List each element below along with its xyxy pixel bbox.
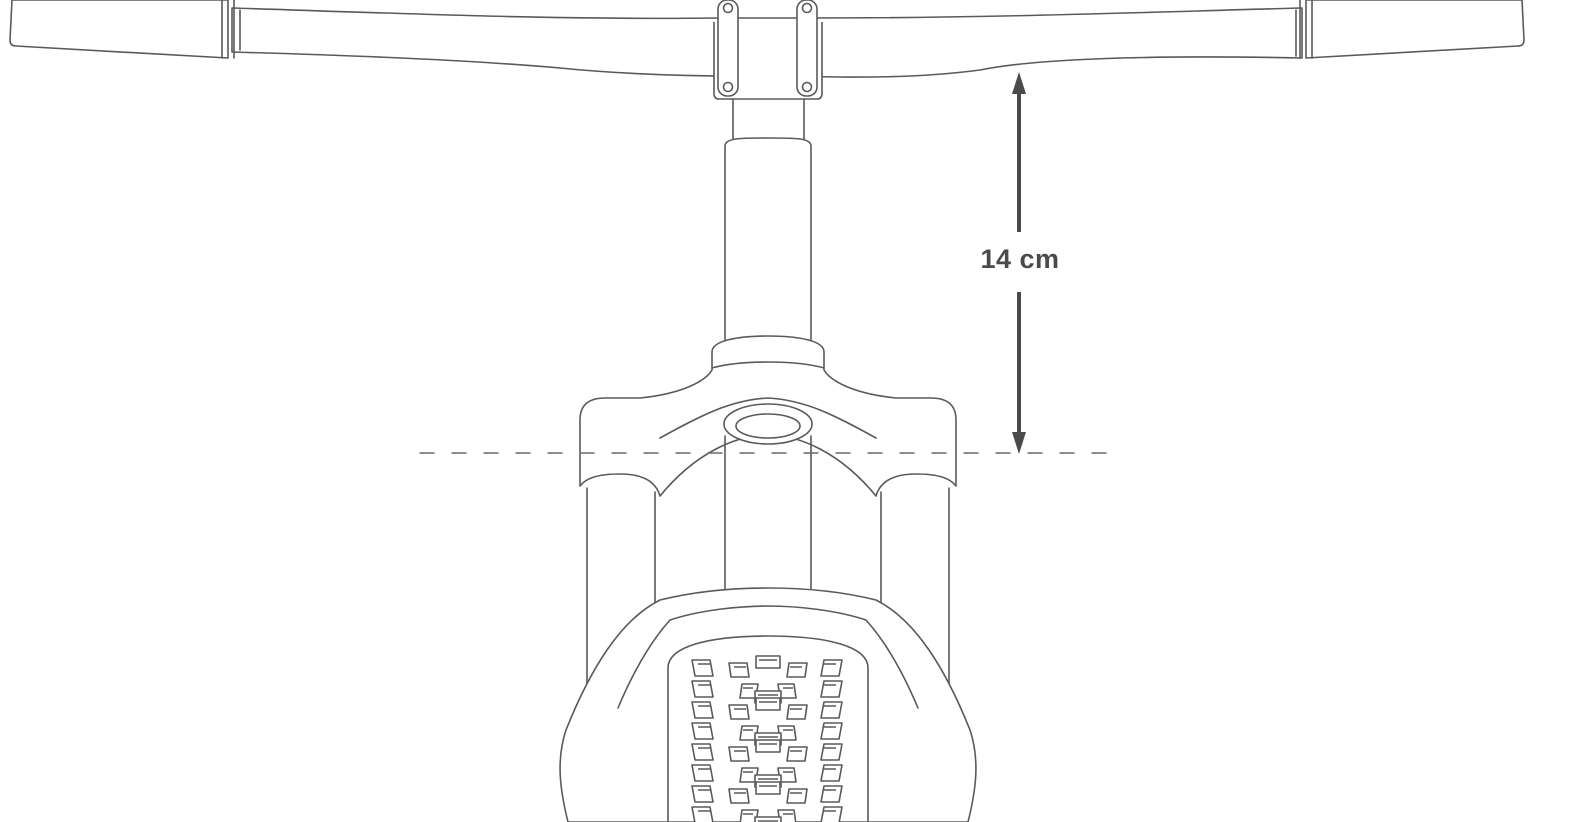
tread-knob xyxy=(755,655,781,669)
tread-knob xyxy=(691,659,714,677)
tread-knob xyxy=(820,764,843,782)
right-grip xyxy=(1299,0,1525,59)
tread-knob xyxy=(786,788,808,804)
tread-knob xyxy=(691,785,714,803)
dimension-label: 14 cm xyxy=(980,244,1060,274)
tread-knob xyxy=(755,739,781,753)
fork-stanchions xyxy=(586,435,950,699)
tread-knob xyxy=(691,764,714,782)
tire-tread xyxy=(691,655,843,822)
tread-knob xyxy=(786,662,808,678)
tread-knob xyxy=(820,806,843,822)
tread-knob xyxy=(820,680,843,698)
tread-knob xyxy=(739,725,759,741)
tread-knob xyxy=(755,697,781,711)
tread-knob xyxy=(820,722,843,740)
dimension-arrow xyxy=(1012,72,1026,454)
tread-knob xyxy=(691,680,714,698)
tread-knob xyxy=(820,743,843,761)
tread-knob xyxy=(820,785,843,803)
tread-knob xyxy=(786,704,808,720)
tread-knob xyxy=(728,746,750,762)
tread-knob xyxy=(820,701,843,719)
tread-knob xyxy=(728,704,750,720)
tread-knob xyxy=(691,722,714,740)
tread-knob xyxy=(754,816,782,822)
fork-crown xyxy=(579,335,957,497)
tread-knob xyxy=(777,683,797,699)
tread-knob xyxy=(755,781,781,795)
tread-knob xyxy=(786,746,808,762)
tread-knob xyxy=(820,659,843,677)
tread-knob xyxy=(691,701,714,719)
tread-knob xyxy=(691,806,714,822)
tread-knob xyxy=(777,725,797,741)
stem-clamp xyxy=(713,0,823,100)
tread-knob xyxy=(739,767,759,783)
stem-and-steerer xyxy=(724,98,812,343)
left-grip xyxy=(9,0,235,59)
tread-knob xyxy=(728,662,750,678)
tread-knob xyxy=(691,743,714,761)
tire xyxy=(667,635,869,822)
tread-knob xyxy=(728,788,750,804)
tread-knob xyxy=(739,809,759,822)
